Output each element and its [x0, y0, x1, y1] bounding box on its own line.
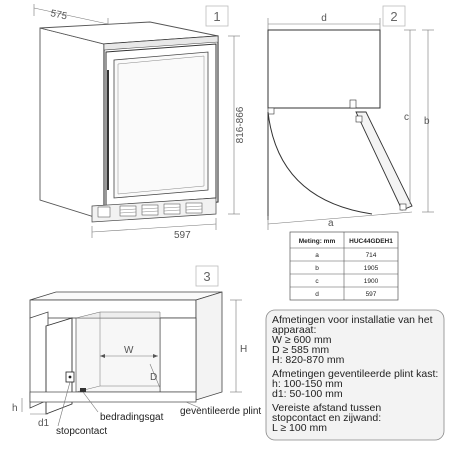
info-line: W ≥ 600 mm — [272, 334, 332, 346]
panel-3-label-W: W — [124, 345, 134, 356]
panel-3-label-plint: geventileerde plint — [180, 406, 261, 417]
panel-3: 3 W D H — [12, 265, 261, 437]
table-cell: 714 — [366, 252, 377, 259]
table-cell: b — [315, 265, 319, 272]
panel-2-label-d: d — [321, 13, 327, 24]
table-cell: 1900 — [364, 278, 379, 285]
panel-2-label-b: b — [424, 116, 430, 127]
info-line: h: 100-150 mm — [272, 378, 343, 390]
info-line: Afmetingen voor installatie van het — [272, 314, 433, 326]
panel-3-label-h: h — [12, 403, 18, 414]
info-line: stopcontact en zijwand: — [272, 412, 381, 424]
table-header-model: HUC44GDEH1 — [349, 238, 393, 245]
info-line: D ≥ 585 mm — [272, 344, 329, 356]
info-line: apparaat: — [272, 324, 316, 336]
panel-3-label-bedradingsgat: bedradingsgat — [100, 412, 164, 423]
panel-2-number: 2 — [390, 9, 397, 24]
installation-info-box: Afmetingen voor installatie van het appa… — [265, 309, 445, 441]
table-cell: 597 — [366, 291, 377, 298]
info-line: H: 820-870 mm — [272, 354, 345, 366]
table-cell: d — [315, 291, 319, 298]
panel-1-number: 1 — [213, 9, 220, 24]
table-cell: a — [315, 252, 319, 259]
table-cell: c — [315, 278, 319, 285]
info-line: Afmetingen geventileerde plint kast: — [272, 368, 438, 380]
info-line: Vereiste afstand tussen — [272, 402, 381, 414]
panel-3-label-H: H — [240, 344, 247, 355]
panel-1: 1 575 — [33, 4, 246, 241]
panel-2: 2 d b c a — [267, 5, 434, 301]
panel-3-label-d1: d1 — [38, 418, 50, 429]
panel-3-label-stopcontact: stopcontact — [56, 426, 107, 437]
panel-2-label-c: c — [404, 112, 409, 123]
table-header-measure: Meting: mm — [299, 238, 336, 245]
info-line: L ≥ 100 mm — [272, 422, 327, 434]
dimension-table: Meting: mm HUC44GDEH1 a 714 b 1905 c 190… — [289, 231, 399, 301]
table-cell: 1905 — [364, 265, 379, 272]
info-line: d1: 50-100 mm — [272, 388, 343, 400]
panel-1-height-label: 816-866 — [235, 106, 246, 143]
panel-1-width-label: 597 — [174, 230, 191, 241]
panel-3-label-D: D — [150, 372, 157, 383]
panel-2-label-a: a — [328, 218, 334, 229]
panel-1-depth-label: 575 — [49, 8, 68, 22]
panel-3-number: 3 — [203, 269, 210, 284]
